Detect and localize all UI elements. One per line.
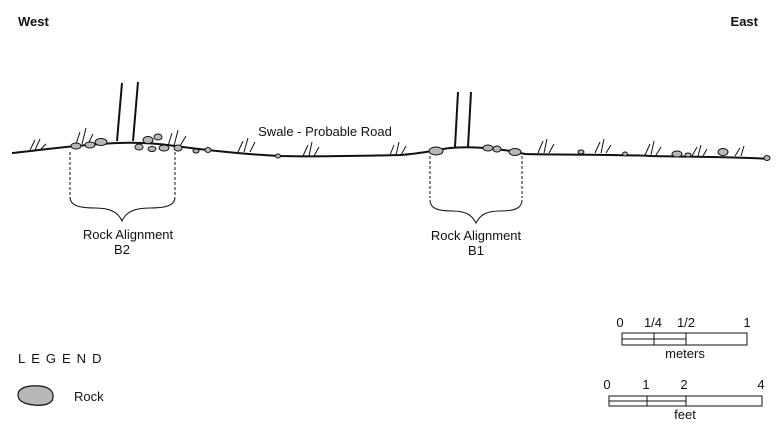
rock bbox=[428, 146, 444, 156]
rock bbox=[173, 144, 183, 152]
rock bbox=[142, 136, 154, 144]
meters-unit: meters bbox=[665, 346, 705, 361]
b2-bracket bbox=[69, 152, 176, 223]
feet-tick-0: 0 bbox=[603, 377, 610, 392]
rock bbox=[70, 142, 82, 150]
rock bbox=[84, 141, 96, 149]
rock bbox=[482, 144, 494, 152]
rock bbox=[622, 151, 628, 157]
legend-rock-icon bbox=[17, 385, 54, 406]
meters-tick-3: 1 bbox=[743, 315, 750, 330]
rock bbox=[684, 152, 692, 158]
rock bbox=[158, 144, 170, 152]
meters-tick-2: 1/2 bbox=[677, 315, 695, 330]
scale-bar-feet: 0 1 2 4 feet bbox=[603, 377, 764, 422]
rock bbox=[153, 133, 163, 141]
b2-title: Rock Alignment bbox=[83, 227, 174, 242]
rock bbox=[671, 150, 683, 158]
rock bbox=[577, 149, 585, 155]
west-label: West bbox=[18, 14, 49, 29]
swale-label: Swale - Probable Road bbox=[258, 124, 392, 139]
rock bbox=[492, 145, 502, 153]
rock bbox=[508, 148, 522, 156]
ground-line bbox=[11, 141, 771, 160]
rock bbox=[134, 143, 144, 151]
b1-title: Rock Alignment bbox=[431, 228, 522, 243]
feet-tick-1: 1 bbox=[642, 377, 649, 392]
meters-tick-0: 0 bbox=[616, 315, 623, 330]
tree-trunk-b1-left bbox=[454, 91, 459, 148]
rock bbox=[275, 153, 281, 159]
b2-id: B2 bbox=[114, 242, 130, 257]
rock bbox=[763, 155, 771, 161]
rock bbox=[94, 138, 108, 146]
rock bbox=[204, 147, 212, 153]
tree-trunk-b1-right bbox=[467, 91, 472, 148]
east-label: East bbox=[731, 14, 759, 29]
meters-tick-1: 1/4 bbox=[644, 315, 662, 330]
b1-bracket bbox=[429, 156, 523, 225]
rock bbox=[717, 148, 729, 156]
tree-trunk-b2-right bbox=[132, 81, 139, 142]
legend-rock-label: Rock bbox=[74, 389, 104, 404]
feet-tick-3: 4 bbox=[757, 377, 764, 392]
feet-tick-2: 2 bbox=[680, 377, 687, 392]
scale-bar-meters: 0 1/4 1/2 1 meters bbox=[616, 315, 750, 361]
rock bbox=[147, 146, 157, 152]
legend-title: LEGEND bbox=[18, 351, 107, 366]
feet-unit: feet bbox=[674, 407, 696, 422]
rocks bbox=[70, 133, 771, 161]
b1-id: B1 bbox=[468, 243, 484, 258]
tree-trunk-b2-left bbox=[116, 82, 123, 142]
rock bbox=[192, 148, 200, 154]
